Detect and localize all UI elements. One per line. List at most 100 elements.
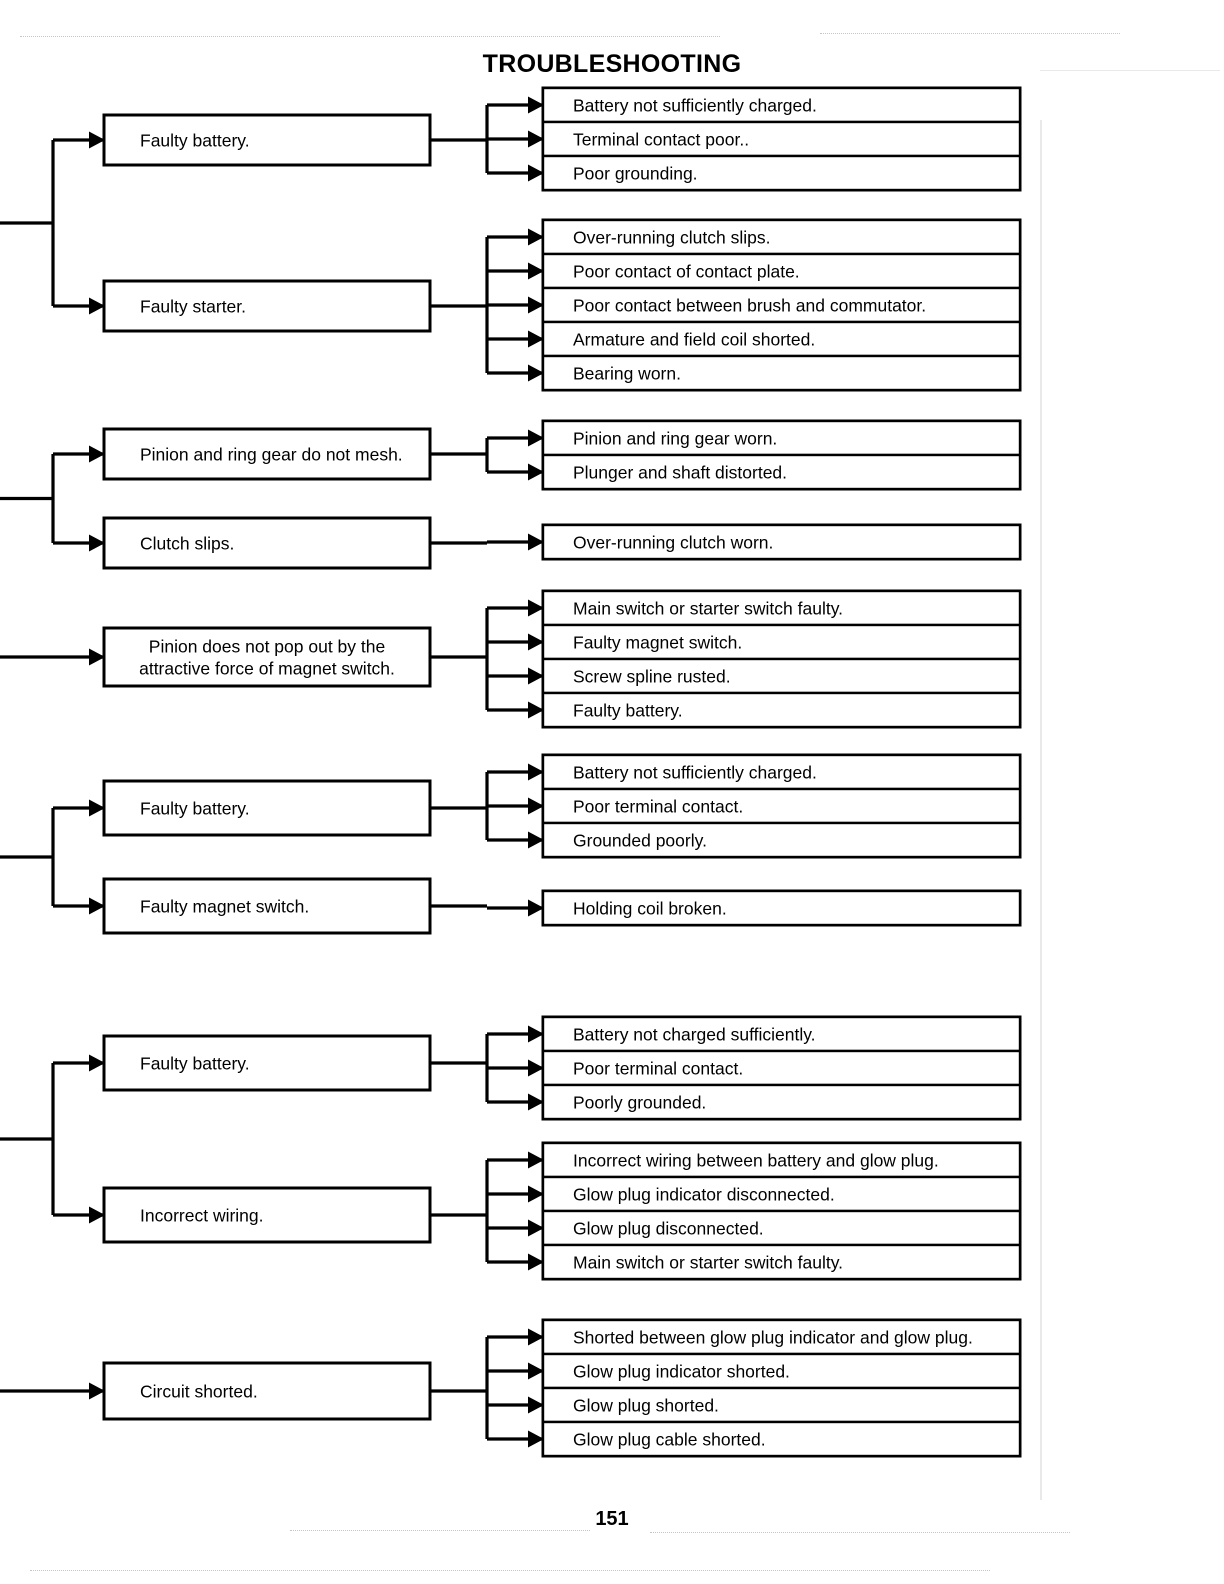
remedy-box[interactable] <box>541 218 1022 256</box>
arrow-head-icon <box>89 1206 105 1224</box>
remedy-box-label: Holding coil broken. <box>573 899 727 919</box>
arrow-head-icon <box>528 797 544 815</box>
remedy-box-label: Glow plug indicator disconnected. <box>573 1185 835 1205</box>
arrow-head-icon <box>528 763 544 781</box>
arrow-head-icon <box>528 228 544 246</box>
remedy-box-label: Glow plug shorted. <box>573 1396 719 1416</box>
remedy-box-label: Plunger and shaft distorted. <box>573 463 787 483</box>
arrow-head-icon <box>89 799 105 817</box>
remedy-box-label: Faulty magnet switch. <box>573 633 742 653</box>
arrow-head-icon <box>89 1382 105 1400</box>
arrow-head-icon <box>528 599 544 617</box>
cause-box-label: attractive force of magnet switch. <box>139 659 395 679</box>
remedy-box-label: Poor terminal contact. <box>573 1059 743 1079</box>
arrow-head-icon <box>528 1219 544 1237</box>
cause-box-label: Pinion and ring gear do not mesh. <box>140 445 403 465</box>
remedy-box-label: Terminal contact poor.. <box>573 130 749 150</box>
cause-box[interactable] <box>102 427 432 481</box>
cause-box[interactable] <box>102 113 432 167</box>
arrow-head-icon <box>528 1430 544 1448</box>
arrow-head-icon <box>528 130 544 148</box>
arrow-head-icon <box>528 429 544 447</box>
remedy-box-label: Battery not sufficiently charged. <box>573 763 817 783</box>
arrow-head-icon <box>528 330 544 348</box>
remedy-box-label: Faulty battery. <box>573 701 683 721</box>
arrow-head-icon <box>528 533 544 551</box>
remedy-box[interactable] <box>541 154 1022 192</box>
remedy-box[interactable] <box>541 1243 1022 1281</box>
remedy-box-label: Shorted between glow plug indicator and … <box>573 1328 973 1348</box>
remedy-box[interactable] <box>541 120 1022 158</box>
remedy-box-label: Incorrect wiring between battery and glo… <box>573 1151 939 1171</box>
arrow-head-icon <box>528 463 544 481</box>
page-number: 151 <box>595 1508 629 1530</box>
arrow-head-icon <box>528 1362 544 1380</box>
arrow-head-icon <box>528 1328 544 1346</box>
remedy-box-label: Main switch or starter switch faulty. <box>573 599 843 619</box>
remedy-box-label: Glow plug indicator shorted. <box>573 1362 790 1382</box>
remedy-box-label: Bearing worn. <box>573 364 681 384</box>
remedy-box[interactable] <box>541 1049 1022 1087</box>
remedy-box-label: Screw spline rusted. <box>573 667 731 687</box>
arrow-head-icon <box>89 131 105 149</box>
arrow-head-icon <box>89 297 105 315</box>
remedy-box[interactable] <box>541 523 1022 561</box>
arrow-head-icon <box>528 1025 544 1043</box>
cause-box[interactable] <box>102 1034 432 1092</box>
remedy-box-label: Main switch or starter switch faulty. <box>573 1253 843 1273</box>
remedy-box[interactable] <box>541 320 1022 358</box>
scan-artifact-line <box>20 36 720 37</box>
scan-artifact-line <box>290 1530 590 1531</box>
arrow-head-icon <box>528 296 544 314</box>
remedy-box-label: Glow plug cable shorted. <box>573 1430 766 1450</box>
remedy-box-label: Over-running clutch worn. <box>573 533 773 553</box>
cause-box-label: Incorrect wiring. <box>140 1206 264 1226</box>
remedy-box[interactable] <box>541 286 1022 324</box>
arrow-head-icon <box>528 96 544 114</box>
remedy-box[interactable] <box>541 419 1022 457</box>
remedy-box-label: Grounded poorly. <box>573 831 707 851</box>
remedy-box-label: Poor terminal contact. <box>573 797 743 817</box>
cause-box-label: Circuit shorted. <box>140 1382 258 1402</box>
arrow-head-icon <box>528 262 544 280</box>
cause-box-label: Faulty magnet switch. <box>140 897 309 917</box>
arrow-head-icon <box>528 364 544 382</box>
arrow-head-icon <box>528 701 544 719</box>
scan-artifact-line <box>820 33 1120 34</box>
remedy-box-label: Battery not charged sufficiently. <box>573 1025 816 1045</box>
scan-artifact-line <box>650 1532 1070 1533</box>
arrow-head-icon <box>528 1185 544 1203</box>
troubleshooting-flow-diagram: Faulty battery. Battery not sufficiently … <box>0 86 1022 1458</box>
remedy-box-label: Pinion and ring gear worn. <box>573 429 777 449</box>
arrow-head-icon <box>89 648 105 666</box>
remedy-box-label: Glow plug disconnected. <box>573 1219 764 1239</box>
remedy-box[interactable] <box>541 1352 1022 1390</box>
remedy-box-label: Armature and field coil shorted. <box>573 330 815 350</box>
arrow-head-icon <box>528 1059 544 1077</box>
arrow-head-icon <box>528 1151 544 1169</box>
remedy-box-label: Poorly grounded. <box>573 1093 706 1113</box>
remedy-box-label: Over-running clutch slips. <box>573 228 770 248</box>
cause-box[interactable] <box>102 1186 432 1244</box>
cause-box-label: Clutch slips. <box>140 534 234 554</box>
scan-artifact-line <box>30 1570 990 1571</box>
arrow-head-icon <box>528 164 544 182</box>
arrow-head-icon <box>89 445 105 463</box>
scan-artifact-edge <box>1040 120 1042 1500</box>
remedy-box[interactable] <box>541 657 1022 695</box>
arrow-head-icon <box>89 1054 105 1072</box>
remedy-box-label: Poor contact between brush and commutato… <box>573 296 926 316</box>
remedy-box-label: Poor grounding. <box>573 164 698 184</box>
arrow-head-icon <box>528 1093 544 1111</box>
arrow-head-icon <box>528 831 544 849</box>
arrow-head-icon <box>528 899 544 917</box>
arrow-head-icon <box>89 897 105 915</box>
cause-box-label: Faulty battery. <box>140 1054 250 1074</box>
arrow-head-icon <box>528 1253 544 1271</box>
cause-box-label: Faulty battery. <box>140 799 250 819</box>
arrow-head-icon <box>528 633 544 651</box>
cause-box-label: Faulty starter. <box>140 297 246 317</box>
remedy-box[interactable] <box>541 1141 1022 1179</box>
cause-box[interactable] <box>102 877 432 935</box>
